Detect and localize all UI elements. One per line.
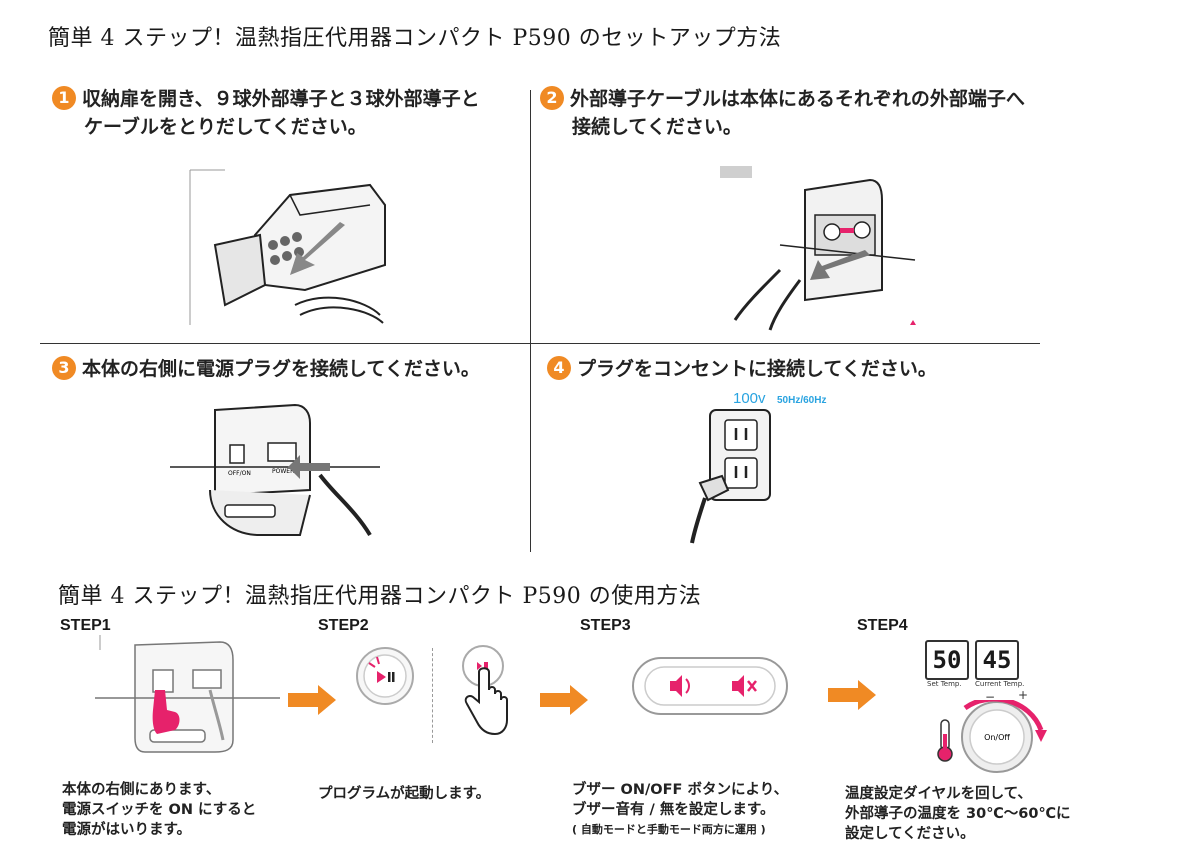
dial-plus-label: +: [1018, 688, 1029, 702]
power-label: POWER: [272, 468, 294, 475]
step-number-badge: 1: [52, 86, 76, 110]
setup-step-4-line1: プラグをコンセントに接続してください。: [577, 358, 937, 380]
wall-outlet-illustration: [690, 409, 771, 544]
power-plug-side-illustration: OFF/ON POWER: [170, 403, 380, 537]
dial-minus-label: −: [985, 690, 996, 704]
off-on-label: OFF/ON: [228, 470, 251, 477]
divider-vertical: [530, 90, 531, 552]
arrow-right-icon: [540, 685, 588, 715]
dashed-divider: [432, 648, 433, 743]
voltage-label: 100v: [733, 390, 766, 407]
temperature-dial-illustration[interactable]: On/Off: [935, 700, 1055, 800]
dial-label: On/Off: [984, 733, 1010, 742]
buzzer-on-icon[interactable]: [670, 675, 690, 697]
buzzer-off-icon[interactable]: [732, 675, 757, 697]
usage-step-4-caption: 温度設定ダイヤルを回して、 外部導子の温度を 30℃〜60℃に 設定してください…: [845, 784, 1071, 844]
frequency-label: 50Hz/60Hz: [777, 395, 827, 406]
start-button-illustration[interactable]: [355, 645, 415, 707]
set-temp-display: 50: [925, 640, 969, 680]
usage-step-2-caption: プログラムが起動します。: [318, 784, 490, 804]
setup-step-1-line2: ケーブルをとりだしてください。: [84, 116, 367, 138]
caption-line: ブザー ON/OFF ボタンにより、: [572, 782, 789, 798]
caption-line: 本体の右側にあります、: [62, 782, 221, 798]
device-open-door-illustration: [189, 169, 386, 325]
step-number-badge: 3: [52, 356, 76, 380]
setup-step-2-line1: 外部導子ケーブルは本体にあるそれぞれの外部端子へ: [570, 88, 1025, 110]
setup-step-4: 4 プラグをコンセントに接続してください。: [547, 354, 937, 384]
current-temp-display: 45: [975, 640, 1019, 680]
caption-line: 温度設定ダイヤルを回して、: [845, 786, 1032, 802]
caption-line: ブザー音有 / 無を設定します。: [572, 802, 775, 818]
setup-step-2: 2 外部導子ケーブルは本体にあるそれぞれの外部端子へ: [540, 84, 1025, 114]
setup-step-3: 3 本体の右側に電源プラグを接続してください。: [52, 354, 480, 384]
usage-step-1-label: STEP1: [60, 617, 111, 634]
caption-line: プログラムが起動します。: [318, 786, 491, 802]
setup-title: 簡単 4 ステップ！温熱指圧代用器コンパクト P590 のセットアップ方法: [48, 26, 782, 51]
caption-line: 電源スイッチを ON にすると: [62, 802, 257, 818]
divider-horizontal: [40, 343, 1040, 344]
thermometer-icon: [937, 719, 953, 762]
caption-line: 電源がはいります。: [62, 822, 192, 838]
caption-line: 設定してください。: [845, 826, 975, 842]
arrow-right-icon: [828, 680, 876, 710]
usage-step-4-label: STEP4: [857, 617, 908, 634]
caption-note: ( 自動モードと手動モード両方に運用 ): [572, 823, 766, 836]
hand-press-icon: [462, 645, 508, 736]
power-switch-illustration: [95, 635, 280, 753]
usage-step-3-caption: ブザー ON/OFF ボタンにより、 ブザー音有 / 無を設定します。 ( 自動…: [572, 780, 788, 840]
usage-step-1-caption: 本体の右側にあります、 電源スイッチを ON にすると 電源がはいります。: [62, 780, 256, 840]
setup-step-1: 1 収納扉を開き、９球外部導子と３球外部導子と: [52, 84, 480, 114]
setup-step-2-line2: 接続してください。: [572, 116, 742, 138]
arrow-right-icon: [288, 685, 336, 715]
usage-title: 簡単 4 ステップ！温熱指圧代用器コンパクト P590 の使用方法: [58, 584, 702, 609]
step-number-badge: 2: [540, 86, 564, 110]
usage-step-3-label: STEP3: [580, 617, 631, 634]
buzzer-toggle-illustration: [632, 657, 788, 715]
current-temp-label: Current Temp.: [975, 680, 1025, 688]
setup-step-3-line1: 本体の右側に電源プラグを接続してください。: [82, 358, 480, 380]
step-number-badge: 4: [547, 356, 571, 380]
set-temp-label: Set Temp.: [927, 680, 962, 688]
setup-step-1-line1: 収納扉を開き、９球外部導子と３球外部導子と: [82, 88, 480, 110]
usage-step-2-label: STEP2: [318, 617, 369, 634]
caption-line: 外部導子の温度を 30℃〜60℃に: [845, 806, 1071, 822]
terminal-connection-illustration: [720, 166, 916, 331]
